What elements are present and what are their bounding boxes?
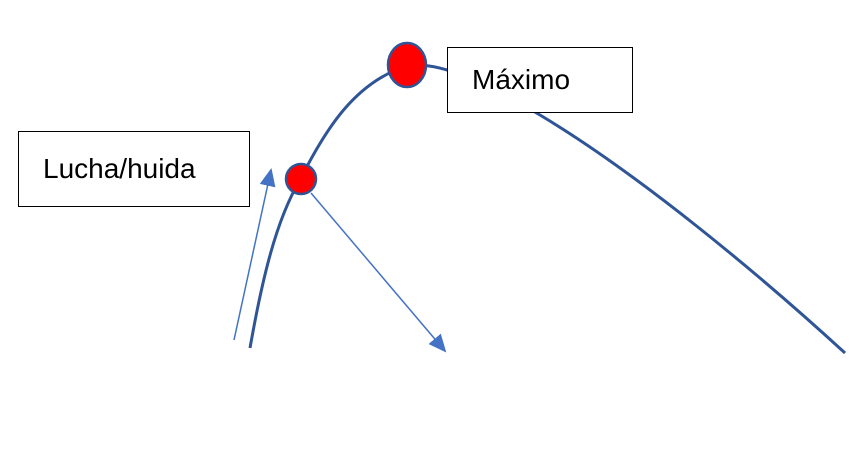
fight-flight-label: Lucha/huida [43, 153, 196, 184]
maximum-label: Máximo [472, 64, 571, 95]
maximum-label-box: Máximo [447, 47, 633, 113]
fight-flight-label-box: Lucha/huida [18, 131, 250, 207]
rising-arrow [233, 168, 276, 341]
fight-flight-point [284, 162, 318, 196]
falling-arrow [310, 192, 447, 353]
maximum-point [386, 41, 428, 89]
